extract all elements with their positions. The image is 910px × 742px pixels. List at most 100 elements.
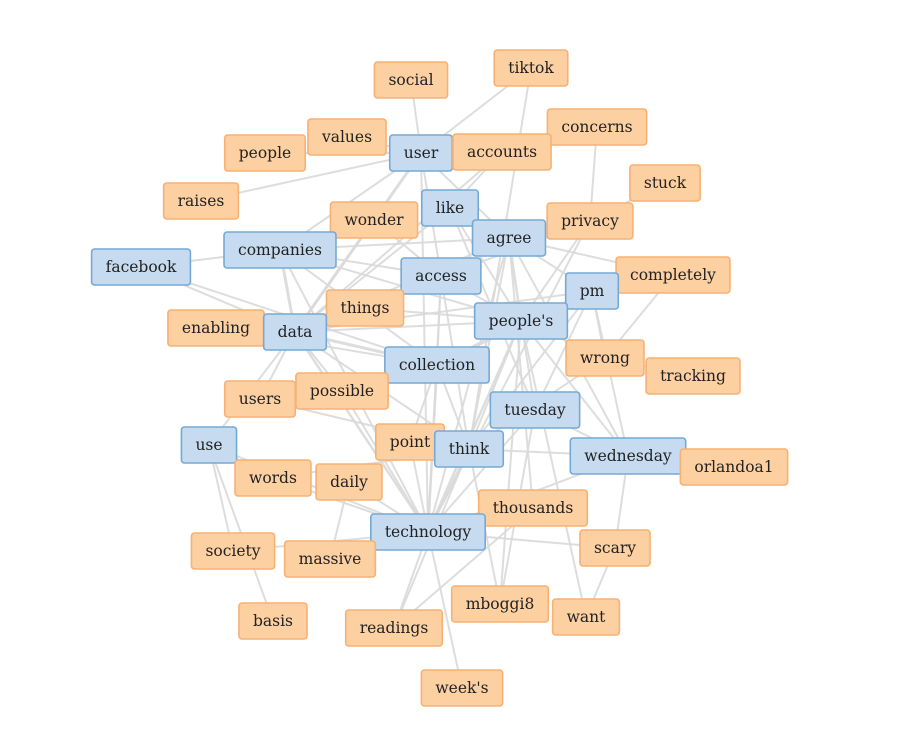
node-box <box>564 272 620 310</box>
node-label: orlandoa1 <box>694 458 773 476</box>
node-access[interactable]: access <box>400 257 482 295</box>
node-concerns[interactable]: concerns <box>546 108 648 146</box>
node-tiktok[interactable]: tiktok <box>493 49 569 87</box>
node-collection[interactable]: collection <box>384 346 490 384</box>
node-basis[interactable]: basis <box>238 602 308 640</box>
node-box <box>307 118 387 156</box>
node-data[interactable]: data <box>262 313 328 351</box>
node-enabling[interactable]: enabling <box>167 309 265 347</box>
node-box <box>565 339 645 377</box>
node-privacy[interactable]: privacy <box>546 202 634 240</box>
node-label: massive <box>299 550 362 568</box>
node-box <box>223 134 307 172</box>
node-orlandoa1[interactable]: orlandoa1 <box>679 448 789 486</box>
node-wonder[interactable]: wonder <box>329 201 419 239</box>
node-box <box>551 598 621 636</box>
node-label: week's <box>435 679 488 697</box>
node-box <box>315 463 383 501</box>
node-want[interactable]: want <box>551 598 621 636</box>
node-label: readings <box>360 619 429 637</box>
node-box <box>489 391 581 429</box>
node-wednesday[interactable]: wednesday <box>569 437 687 475</box>
node-box <box>450 585 550 623</box>
edge-agree-think <box>468 237 510 450</box>
node-readings[interactable]: readings <box>344 609 444 647</box>
node-box <box>234 459 312 497</box>
node-box <box>473 302 569 340</box>
node-point[interactable]: point <box>374 423 446 461</box>
node-agree[interactable]: agree <box>471 219 547 257</box>
node-tracking[interactable]: tracking <box>645 357 741 395</box>
edge-like-data <box>294 207 451 333</box>
node-peoples[interactable]: people's <box>473 302 569 340</box>
node-label: mboggi8 <box>466 595 535 613</box>
node-layer: social tiktok values concerns people user acco… <box>90 49 789 707</box>
node-box <box>373 61 449 99</box>
node-things[interactable]: things <box>325 289 405 327</box>
node-weeks[interactable]: week's <box>420 669 504 707</box>
node-box <box>645 357 741 395</box>
node-users[interactable]: users <box>223 380 297 418</box>
node-label: concerns <box>561 118 632 136</box>
node-label: tracking <box>660 367 726 385</box>
node-label: enabling <box>182 319 250 337</box>
node-label: wonder <box>344 211 404 229</box>
node-label: wrong <box>580 349 630 367</box>
node-label: possible <box>310 382 374 400</box>
node-raises[interactable]: raises <box>162 182 240 220</box>
node-facebook[interactable]: facebook <box>90 248 192 286</box>
node-thousands[interactable]: thousands <box>477 489 589 527</box>
node-label: things <box>340 299 389 317</box>
node-label: use <box>195 436 222 454</box>
node-possible[interactable]: possible <box>295 372 389 410</box>
node-technology[interactable]: technology <box>370 513 486 551</box>
node-people[interactable]: people <box>223 134 307 172</box>
edge-mboggi8-peoples <box>499 320 522 605</box>
node-label: accounts <box>467 143 537 161</box>
node-tuesday[interactable]: tuesday <box>489 391 581 429</box>
edge-peoples-technology <box>426 320 523 533</box>
node-box <box>420 669 504 707</box>
node-label: like <box>436 199 464 217</box>
node-label: stuck <box>644 174 687 192</box>
edge-tuesday-technology <box>427 409 536 533</box>
node-box <box>546 202 634 240</box>
node-values[interactable]: values <box>307 118 387 156</box>
node-label: social <box>388 71 433 89</box>
node-label: companies <box>238 241 322 259</box>
node-box <box>370 513 486 551</box>
node-box <box>344 609 444 647</box>
node-massive[interactable]: massive <box>283 540 377 578</box>
node-words[interactable]: words <box>234 459 312 497</box>
node-label: think <box>449 440 490 458</box>
node-completely[interactable]: completely <box>615 256 731 294</box>
node-social[interactable]: social <box>373 61 449 99</box>
node-accounts[interactable]: accounts <box>452 133 552 171</box>
node-box <box>546 108 648 146</box>
edge-thousands-readings <box>393 507 534 629</box>
node-label: society <box>205 542 260 560</box>
node-label: daily <box>330 473 368 491</box>
node-wrong[interactable]: wrong <box>565 339 645 377</box>
node-user[interactable]: user <box>388 134 454 172</box>
node-label: tuesday <box>504 401 566 419</box>
node-label: technology <box>385 523 472 541</box>
node-think[interactable]: think <box>433 430 505 468</box>
edge-pm-tuesday <box>534 290 593 411</box>
node-box <box>420 189 480 227</box>
node-scary[interactable]: scary <box>579 529 651 567</box>
node-society[interactable]: society <box>190 532 276 570</box>
node-mboggi8[interactable]: mboggi8 <box>450 585 550 623</box>
edge-agree-technology <box>427 237 510 533</box>
node-stuck[interactable]: stuck <box>629 164 701 202</box>
node-pm[interactable]: pm <box>564 272 620 310</box>
node-companies[interactable]: companies <box>223 231 337 269</box>
node-use[interactable]: use <box>180 426 238 464</box>
node-label: agree <box>487 229 532 247</box>
node-like[interactable]: like <box>420 189 480 227</box>
node-box <box>579 529 651 567</box>
node-daily[interactable]: daily <box>315 463 383 501</box>
edge-want-peoples <box>520 320 587 618</box>
node-label: people <box>239 144 291 162</box>
